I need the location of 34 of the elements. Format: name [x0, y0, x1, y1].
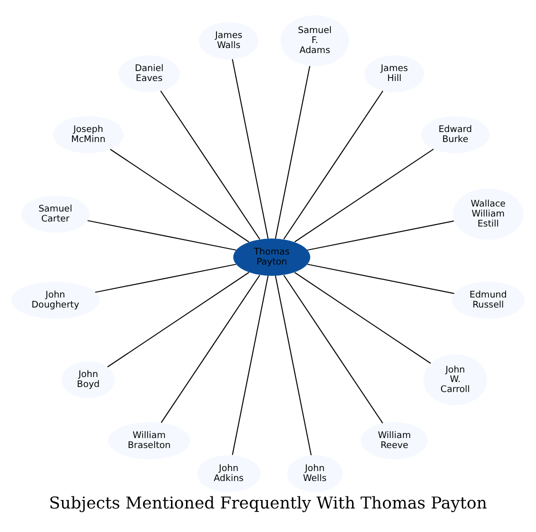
node-ellipse: John Boyd [62, 361, 115, 398]
connector [160, 274, 260, 424]
node-ellipse: John Wells [287, 454, 343, 492]
node-ellipse: James Hill [364, 55, 424, 92]
connector [307, 220, 454, 251]
node-ellipse: Samuel F. Adams [280, 15, 350, 66]
node-ellipse: John Adkins [196, 454, 260, 492]
connector [283, 90, 384, 240]
connector [274, 275, 312, 456]
node-ellipse: William Reeve [360, 422, 428, 460]
connector [160, 90, 260, 240]
node-ellipse: John Dougherty [11, 282, 100, 319]
diagram-title: Subjects Mentioned Frequently With Thomas Payton [48, 494, 488, 513]
connector [294, 148, 434, 242]
node-ellipse: Thomas Payton [233, 238, 310, 276]
node-ellipse: Samuel Carter [20, 196, 90, 233]
node-ellipse: Edward Burke [420, 116, 490, 154]
connector [87, 220, 237, 251]
connector [307, 264, 455, 294]
node-ellipse: Joseph McMinn [52, 116, 124, 154]
connector [274, 66, 310, 240]
node-ellipse: James Walls [198, 22, 259, 60]
node-ellipse: Wallace William Estill [452, 188, 524, 240]
node-ellipse: John W. Carroll [423, 354, 487, 406]
node-ellipse: Daniel Eaves [118, 55, 180, 92]
connector [107, 272, 250, 368]
connector [94, 264, 237, 293]
connector [294, 272, 432, 364]
connector [232, 58, 269, 240]
node-ellipse: Edmund Russell [452, 282, 525, 319]
connector [283, 274, 384, 424]
connector [110, 148, 250, 242]
node-ellipse: William Braselton [108, 422, 190, 460]
connector [232, 275, 269, 456]
